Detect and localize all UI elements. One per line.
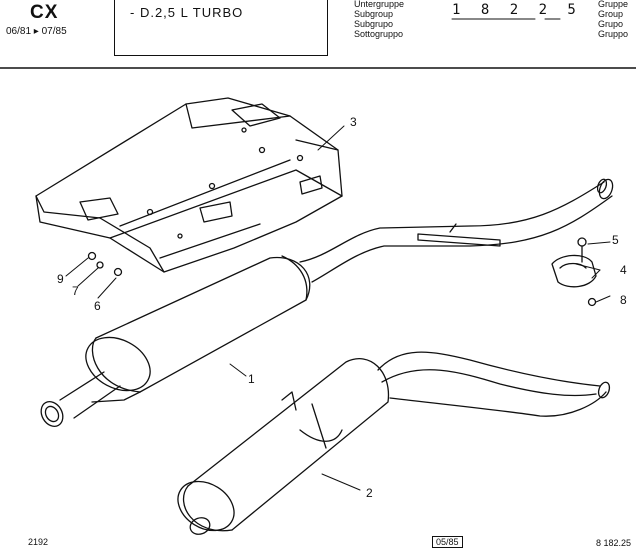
footer-reference: 8 182.25 [596, 538, 632, 548]
callout-5: 5 [612, 233, 619, 247]
subgroup-label-de: Untergruppe [354, 0, 405, 9]
callout-7: 7 [72, 284, 79, 298]
callout-6: 6 [94, 299, 101, 313]
subgroup-code: 1 8 2 2 5 [452, 2, 582, 18]
subgroup-label-es: Subgrupo [354, 19, 394, 29]
rear-silencer-assembly [177, 351, 611, 535]
group-label-en: Group [598, 9, 624, 19]
footer-plate-number: 2192 [28, 537, 49, 547]
callout-2: 2 [366, 486, 373, 500]
group-label-it: Gruppo [598, 29, 629, 39]
clamp-and-fasteners [87, 237, 597, 307]
group-label-es: Grupo [598, 19, 624, 29]
subgroup-label-it: Sottogruppo [354, 29, 404, 39]
engine-label: - D.2,5 L TURBO [130, 5, 244, 20]
group-label-de: Gruppe [598, 0, 629, 9]
callout-3: 3 [350, 115, 357, 129]
production-dates: 06/81 ▸ 07/85 [6, 26, 67, 37]
leader-lines [65, 125, 611, 491]
callout-9: 9 [57, 272, 64, 286]
callout-1: 1 [248, 372, 255, 386]
subgroup-label-en: Subgroup [354, 9, 394, 19]
model-title: CX [30, 2, 59, 23]
callout-4: 4 [620, 263, 627, 277]
front-silencer-assembly [40, 178, 614, 427]
heat-shield [35, 97, 343, 273]
callout-8: 8 [620, 293, 627, 307]
footer-date-stamp: 05/85 [432, 536, 463, 548]
engine-box [114, 0, 328, 56]
